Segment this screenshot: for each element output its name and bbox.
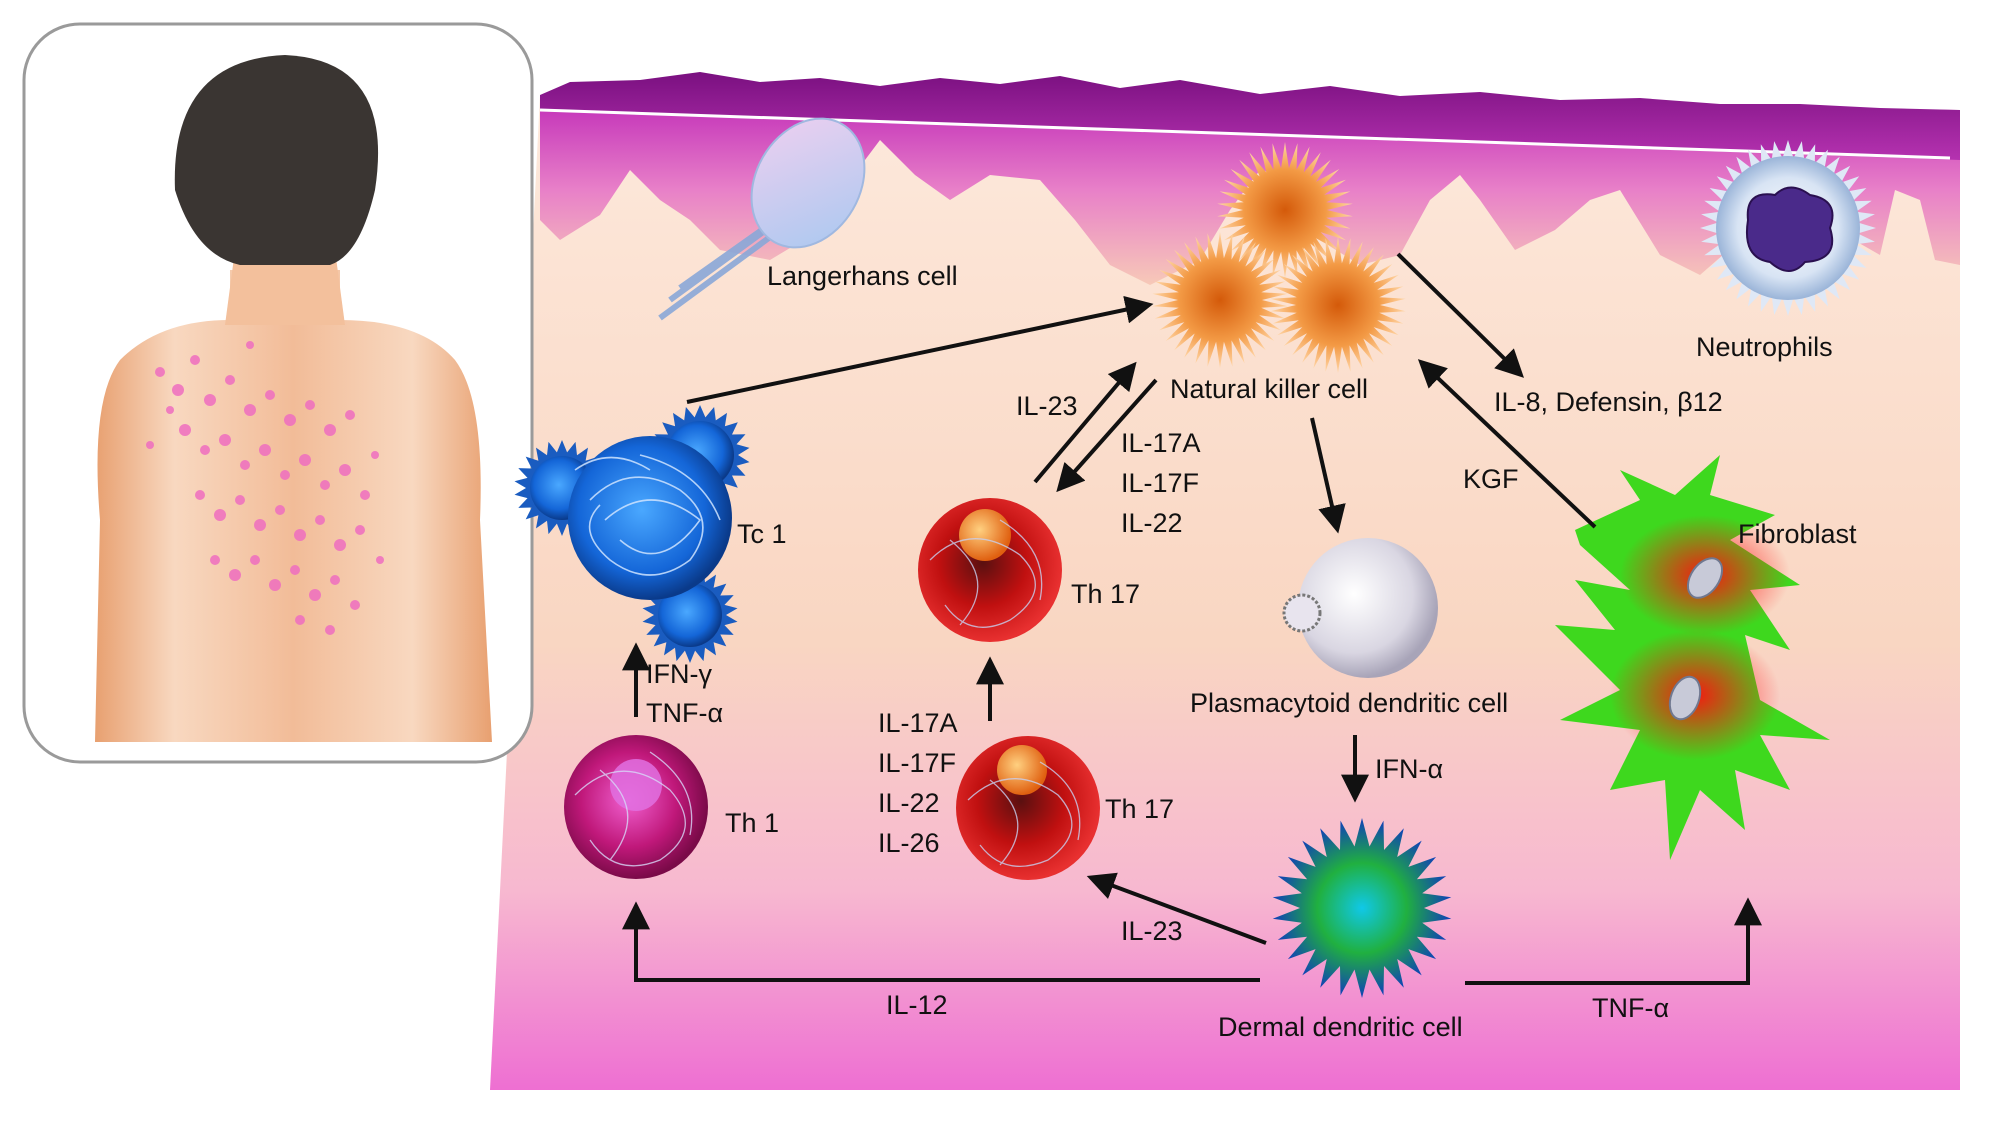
- label-il23-lower: IL-23: [1121, 916, 1183, 946]
- tissue-background: [490, 72, 1960, 1090]
- th17-upper-label: Th 17: [1071, 579, 1140, 609]
- th17-lower-fibres: [967, 761, 1081, 867]
- ddc-label: Dermal dendritic cell: [1218, 1012, 1463, 1042]
- arrow-nk-to-th17: [1056, 378, 1158, 493]
- th17-lower-cell: Th 17: [956, 736, 1174, 880]
- fibroblast-nucleus-2: [1668, 675, 1702, 721]
- label-ifn-alpha: IFN-α: [1375, 754, 1443, 784]
- label-il17f-upper: IL-17F: [1121, 468, 1199, 498]
- label-il22-lower: IL-22: [878, 788, 940, 818]
- label-tnf-alpha-bottom: TNF-α: [1592, 993, 1669, 1023]
- neutrophil: Neutrophils: [1696, 140, 1876, 362]
- th1-cell: Th 1: [564, 735, 779, 879]
- th17-upper-fibres: [929, 519, 1043, 628]
- th1-label: Th 1: [725, 808, 779, 838]
- patient-neck: [225, 250, 345, 325]
- psoriasis-plaques: [146, 341, 384, 635]
- pdc-label: Plasmacytoid dendritic cell: [1190, 688, 1508, 718]
- neutrophils-label: Neutrophils: [1696, 332, 1833, 362]
- nk-cell-spikes: [1152, 232, 1288, 368]
- label-tnf-alpha-tc: TNF-α: [646, 698, 723, 728]
- dermis: [490, 95, 1960, 1090]
- fibroblast-label: Fibroblast: [1738, 519, 1857, 549]
- cytokine-labels: IL-23 IL-17A IL-17F IL-22 IL-8, Defensin…: [646, 387, 1723, 1023]
- patient-head-hair: [174, 55, 379, 265]
- stratum-corneum: [540, 72, 1960, 160]
- pdc-granule: [1282, 593, 1322, 633]
- dermal-dendritic-cell: Dermal dendritic cell: [1218, 818, 1463, 1042]
- label-il22-upper: IL-22: [1121, 508, 1183, 538]
- th17-lower-nucleus: [997, 745, 1047, 795]
- th17-lower-body: [956, 736, 1100, 880]
- arrow-ddc-to-fibroblast: [1465, 897, 1762, 985]
- label-il23-upper: IL-23: [1016, 391, 1078, 421]
- ddc-body: [1272, 818, 1452, 998]
- label-il17a-upper: IL-17A: [1121, 428, 1201, 458]
- plasmacytoid-dc: Plasmacytoid dendritic cell: [1190, 538, 1508, 718]
- nk-cell-spikes: [1270, 237, 1406, 373]
- tc1-label: Tc 1: [737, 519, 787, 549]
- label-il12: IL-12: [886, 990, 948, 1020]
- label-kgf: KGF: [1463, 464, 1519, 494]
- th1-fibres: [574, 751, 693, 867]
- nk-cell: [1152, 232, 1288, 368]
- arrows: [622, 252, 1762, 985]
- tc1-chromatin: [574, 454, 721, 576]
- fibroblast-nucleus-1: [1686, 557, 1724, 599]
- arrow-ddc-to-th1: [622, 901, 1260, 982]
- nk-cell: [1217, 142, 1353, 278]
- arrow-ddc-to-th17: [1086, 872, 1267, 945]
- langerhans-cell: Langerhans cell: [658, 117, 958, 321]
- label-il17f-lower: IL-17F: [878, 748, 956, 778]
- nk-cell: [1270, 237, 1406, 373]
- skin-surface-line: [539, 108, 1951, 160]
- nk-label: Natural killer cell: [1170, 374, 1368, 404]
- nk-cell-spikes: [1217, 142, 1353, 278]
- label-il26-lower: IL-26: [878, 828, 940, 858]
- patient-panel: [22, 22, 534, 764]
- th1-nucleus: [610, 759, 662, 811]
- label-il17a-lower: IL-17A: [878, 708, 958, 738]
- tc1-lobe-body: [658, 583, 722, 647]
- patient-back: [95, 270, 492, 742]
- label-il8-defensin: IL-8, Defensin, β12: [1494, 387, 1723, 417]
- fibroblast: Fibroblast: [1555, 455, 1857, 860]
- tc1-cell: Tc 1: [514, 405, 787, 663]
- arrow-nk-to-pdc: [1310, 417, 1346, 534]
- arrow-th17-to-nk: [1033, 361, 1137, 484]
- arrow-nk-to-il8: [1396, 252, 1524, 378]
- arrow-fibroblast-to-nk: [1417, 359, 1597, 529]
- neutrophil-nucleus: [1746, 186, 1834, 272]
- pdc-body: [1298, 538, 1438, 678]
- label-ifn-gamma: IFN-γ: [646, 659, 712, 689]
- th17-upper-nucleus: [959, 509, 1011, 561]
- natural-killer-cells: Natural killer cell: [1152, 142, 1406, 404]
- arrow-tc1-to-nk: [686, 295, 1154, 404]
- langerhans-label: Langerhans cell: [767, 261, 958, 291]
- th17-lower-label: Th 17: [1105, 794, 1174, 824]
- ddc-star: [1272, 818, 1452, 998]
- langerhans-body: [750, 117, 866, 249]
- th17-upper-cell: Th 17: [918, 498, 1140, 642]
